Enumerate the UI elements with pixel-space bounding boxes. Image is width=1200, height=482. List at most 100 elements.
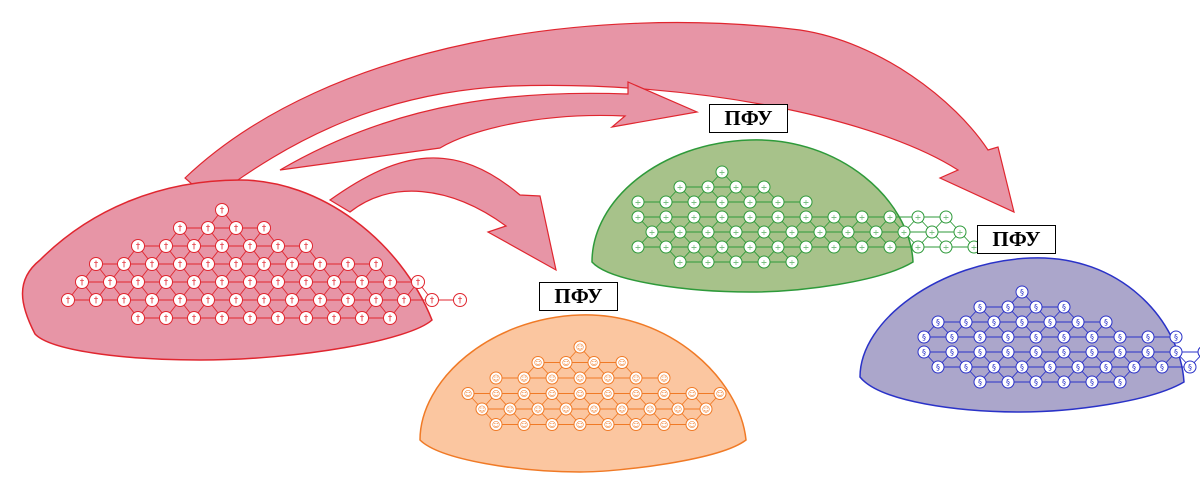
network-node — [685, 387, 699, 400]
network-node — [673, 255, 687, 269]
network-node-glyph: † — [262, 260, 267, 270]
network-node-glyph: ÷ — [887, 213, 894, 222]
network-node — [243, 311, 257, 325]
network-node — [271, 275, 285, 289]
network-node-glyph: ☺ — [688, 420, 696, 429]
network-node-glyph: § — [936, 363, 940, 372]
network-node — [159, 239, 173, 253]
network-node-glyph: ☺ — [632, 420, 640, 429]
network-node-glyph: † — [234, 260, 239, 270]
network-node — [701, 180, 715, 194]
network-node-glyph: † — [178, 224, 183, 234]
network-node — [897, 225, 911, 239]
source-network: ††††††††††††††††††††††††††††††††††††††††… — [61, 203, 467, 325]
network-node — [517, 371, 531, 385]
network-node — [973, 375, 987, 389]
network-node-glyph: ÷ — [901, 228, 908, 237]
network-node-glyph: ÷ — [691, 198, 698, 207]
network-node — [397, 293, 411, 307]
network-node-glyph: † — [290, 260, 295, 270]
network-node-glyph: ÷ — [663, 243, 670, 252]
network-node — [659, 195, 673, 209]
network-node-glyph: ☺ — [604, 374, 612, 383]
network-node — [145, 293, 159, 307]
network-node — [425, 293, 439, 307]
network-node-glyph: ÷ — [929, 228, 936, 237]
network-node — [771, 240, 785, 254]
network-node-glyph: § — [950, 333, 954, 342]
network-node — [573, 418, 587, 431]
network-node — [743, 210, 757, 224]
network-node-glyph: ÷ — [775, 213, 782, 222]
network-node-glyph: ☺ — [576, 420, 584, 429]
network-node-glyph: § — [936, 318, 940, 327]
network-node-glyph: § — [1076, 363, 1080, 372]
network-node-glyph: † — [220, 206, 225, 216]
network-node — [959, 315, 973, 329]
arrow-to-blue — [184, 21, 1015, 214]
network-node-glyph: † — [374, 260, 379, 270]
network-node-glyph: † — [248, 242, 253, 252]
blue-group-label: ПФУ — [977, 225, 1056, 254]
network-node — [475, 402, 489, 416]
network-node-glyph: § — [964, 318, 968, 327]
network-node — [1001, 330, 1015, 344]
network-node-glyph: ÷ — [705, 183, 712, 192]
network-node — [559, 402, 573, 416]
blue-network: §§§§§§§§§§§§§§§§§§§§§§§§§§§§§§§§§§§§§§§§… — [917, 285, 1200, 389]
network-node — [973, 300, 987, 314]
network-node-glyph: ÷ — [705, 258, 712, 267]
network-node-glyph: † — [94, 296, 99, 306]
network-node — [729, 180, 743, 194]
network-node — [243, 275, 257, 289]
network-node — [327, 275, 341, 289]
network-node — [299, 275, 313, 289]
network-node — [841, 225, 855, 239]
network-node — [827, 210, 841, 224]
network-node-glyph: § — [922, 348, 926, 357]
network-node-glyph: † — [80, 278, 85, 288]
network-node — [1183, 360, 1197, 374]
network-node-glyph: † — [458, 296, 463, 306]
network-node — [869, 225, 883, 239]
network-node — [215, 275, 229, 289]
network-node — [1057, 375, 1071, 389]
network-node — [1099, 315, 1113, 329]
network-node-glyph: § — [1132, 363, 1136, 372]
network-node-glyph: § — [1034, 303, 1038, 312]
network-node-glyph: § — [1188, 363, 1192, 372]
network-node — [503, 402, 517, 416]
network-node — [715, 195, 729, 209]
network-node — [1015, 285, 1029, 299]
network-node — [701, 225, 715, 239]
network-node — [1001, 300, 1015, 314]
network-node-glyph: § — [1104, 363, 1108, 372]
network-node — [785, 225, 799, 239]
network-node — [1085, 375, 1099, 389]
network-node-glyph: § — [1118, 378, 1122, 387]
network-node — [489, 418, 503, 431]
network-node — [201, 221, 215, 235]
network-node-glyph: § — [1034, 333, 1038, 342]
network-node — [327, 311, 341, 325]
network-node-glyph: ÷ — [677, 228, 684, 237]
network-node — [355, 311, 369, 325]
network-node — [673, 180, 687, 194]
network-node — [659, 240, 673, 254]
network-node-glyph: ÷ — [761, 183, 768, 192]
network-node-glyph: ÷ — [817, 228, 824, 237]
network-node-glyph: † — [374, 296, 379, 306]
network-node-glyph: ÷ — [691, 243, 698, 252]
network-node — [229, 293, 243, 307]
network-node-glyph: † — [276, 278, 281, 288]
network-node-glyph: † — [304, 314, 309, 324]
network-node — [131, 239, 145, 253]
network-node — [313, 257, 327, 271]
network-node — [531, 402, 545, 416]
network-node-glyph: † — [248, 278, 253, 288]
network-node — [1071, 315, 1085, 329]
network-node — [173, 293, 187, 307]
network-node-glyph: † — [206, 296, 211, 306]
network-node — [517, 418, 531, 431]
